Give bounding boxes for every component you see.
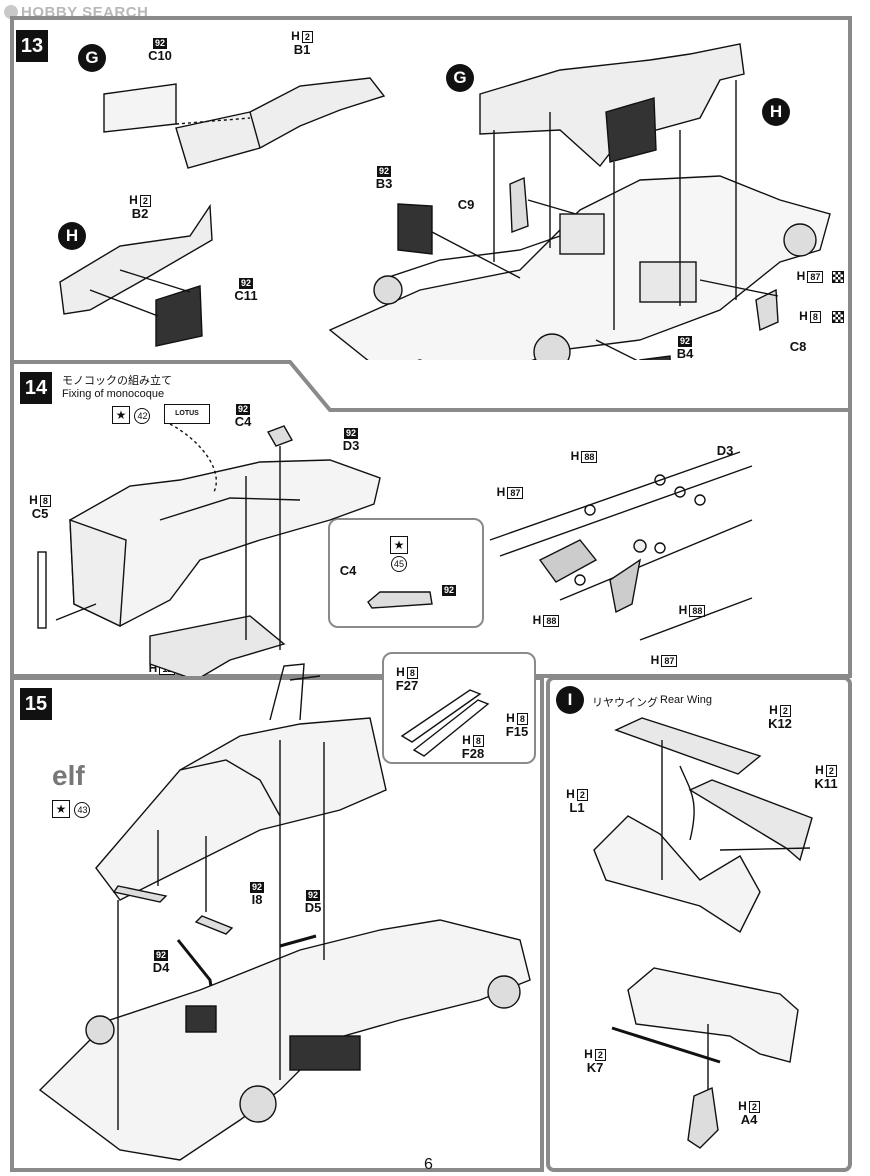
part-f28 — [412, 699, 490, 757]
part-roll-hoop — [269, 663, 305, 721]
detail-d3-view — [489, 451, 753, 641]
part-k12-wing — [614, 717, 762, 775]
inset-92-tag: 92 — [442, 585, 457, 596]
marker-g-left: G — [78, 44, 106, 72]
inset-decal-45: ★45 — [390, 536, 408, 572]
part-monocoque-upper — [95, 717, 387, 901]
decal-43-label: ★ 43 — [52, 800, 91, 818]
marker-h-left: H — [58, 222, 86, 250]
step15-star-icon: ★ — [52, 800, 70, 818]
part-d3-monocoque — [69, 459, 381, 627]
part-i8 — [194, 915, 234, 935]
step-14-number: 14 — [20, 372, 52, 404]
part-f27 — [400, 689, 482, 743]
part-c9 — [509, 176, 529, 233]
part-c3-floor — [149, 615, 286, 681]
part-k7-rod — [611, 1026, 721, 1064]
elf-logo: elf — [52, 760, 85, 791]
part-a4 — [687, 1086, 719, 1149]
part-i8-b — [112, 885, 168, 903]
detail-d3-label: D3 — [716, 443, 734, 458]
step-13-number: 13 — [16, 30, 48, 62]
label-c9: C9 — [457, 197, 475, 212]
part-l1-wing — [593, 815, 761, 934]
checker-flag-icon-2 — [832, 311, 844, 323]
part-d5-rod — [279, 934, 317, 948]
part-sidepod-top — [479, 43, 745, 168]
part-c5-rod — [37, 551, 47, 629]
step-i-title-en: Rear Wing — [660, 694, 712, 706]
inset-c4-label: C4 — [339, 563, 357, 578]
lotus-decal: LOTUS — [164, 404, 210, 424]
step-14-title-en: Fixing of monocoque — [62, 388, 165, 400]
marker-h-right: H — [762, 98, 790, 126]
step-15-number: 15 — [20, 688, 52, 720]
inset-c4-part — [367, 591, 433, 609]
checker-flag-icon — [832, 271, 844, 283]
label-c8: C8 — [789, 339, 807, 354]
marker-i: I — [556, 686, 584, 714]
part-c4-small — [266, 425, 294, 447]
marker-g-right: G — [446, 64, 474, 92]
step-14-title-jp: モノコックの組み立て — [62, 375, 172, 387]
part-h-radiator — [605, 97, 657, 163]
c4-inset-panel — [328, 518, 484, 628]
part-k11-wing — [688, 779, 813, 862]
part-b3-radiator — [397, 203, 433, 255]
part-b1-sidepod — [175, 77, 386, 169]
step-i-title-jp: リヤウイング — [592, 697, 658, 709]
part-rear-wing-assembled — [627, 967, 799, 1063]
decal-42-label: ★ 42 — [112, 406, 151, 424]
page-number: 6 — [424, 1156, 433, 1173]
part-b2-sidepod — [59, 203, 213, 315]
part-c8 — [755, 288, 779, 332]
star-decal-icon: ★ — [112, 406, 130, 424]
hobby-search-logo-icon — [4, 5, 18, 19]
